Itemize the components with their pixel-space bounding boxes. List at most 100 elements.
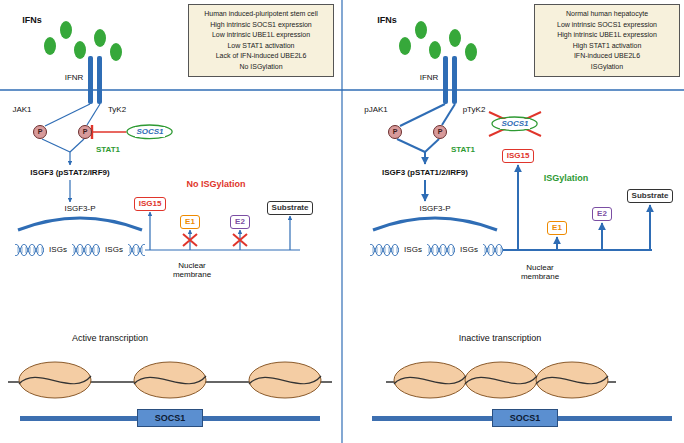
cell-info-box: Human induced-pluripotent stem cellHigh …: [188, 4, 334, 77]
protein-box: Substrate: [267, 201, 314, 215]
diagram-label: IFNR: [420, 73, 439, 82]
node-label: E1: [185, 217, 195, 227]
signal-lines: [397, 104, 455, 201]
node-label: Substrate: [632, 191, 669, 201]
dna-helix: [370, 244, 399, 256]
node-label: SOCS1: [155, 413, 186, 424]
node-label: E2: [597, 209, 607, 219]
node-label: SOCS1: [135, 127, 164, 137]
diagram-label: Inactive transcription: [459, 333, 542, 343]
receptor: [97, 56, 102, 104]
diagram-label: ISGs: [49, 245, 67, 254]
receptor: [443, 56, 448, 104]
socs1-oval: SOCS1: [126, 124, 173, 140]
dna-helix: [483, 244, 503, 256]
ifn-molecules: [44, 21, 122, 61]
diagram-label: ISGF3 (pSTAT2/IRF9): [30, 168, 109, 177]
receptor: [452, 56, 457, 104]
node-label: ISG15: [507, 151, 530, 161]
protein-box: Substrate: [627, 189, 674, 203]
node-label: P: [438, 128, 443, 136]
info-line: Low intrinsic SOCS1 expression: [557, 20, 657, 31]
diagram-label: pTyK2: [463, 105, 486, 114]
dna-helix: [72, 244, 100, 256]
diagram-label: ISGF3-P: [419, 204, 450, 213]
protein-box: ISG15: [134, 197, 167, 211]
socs1-oval: SOCS1: [491, 116, 538, 132]
gene-box: SOCS1: [492, 409, 559, 427]
dna-helix: [128, 244, 145, 256]
info-line: High intrinsic UBE1L expression: [557, 30, 657, 41]
protein-box: E2: [230, 215, 250, 229]
node-label: P: [83, 128, 88, 136]
phospho-circle: P: [33, 125, 47, 139]
node-label: E2: [235, 217, 245, 227]
diagram-label: ISGF3 (pSTAT1/2/IRF9): [382, 168, 468, 177]
info-line: Human induced-pluripotent stem cell: [204, 9, 318, 20]
nuclear-membrane-arc: [18, 218, 142, 230]
diagram-label: ISGF3-P: [64, 204, 95, 213]
right-pathway: [370, 21, 672, 421]
dna-wrap: [394, 376, 608, 384]
diagram-label: pJAK1: [364, 105, 388, 114]
left-pathway: [8, 21, 332, 421]
info-line: Low intrinsic UBE1L expression: [212, 30, 310, 41]
diagram-label: TyK2: [108, 105, 126, 114]
diagram-label: IFNs: [377, 15, 397, 25]
diagram-label: Nuclear membrane: [514, 263, 566, 281]
diagram-label: IFNR: [65, 73, 84, 82]
cell-membrane: [0, 89, 684, 90]
node-label: SOCS1: [510, 413, 541, 424]
phospho-circle: P: [433, 125, 447, 139]
info-line: IFN-induced UBE2L6: [574, 51, 640, 62]
node-label: E1: [552, 223, 562, 233]
diagram-label: ISGs: [404, 245, 422, 254]
isg-output-lines: [145, 212, 300, 250]
diagram-label: ISGs: [460, 245, 478, 254]
nuclear-membrane-arc: [373, 218, 497, 230]
info-line: Low STAT1 activation: [227, 41, 294, 52]
socs1-cross: [489, 112, 541, 136]
isg-output-lines: [503, 165, 652, 250]
info-line: High STAT1 activation: [573, 41, 642, 52]
info-line: No ISGylation: [239, 62, 282, 73]
diagram-label: ISGylation: [544, 173, 589, 183]
diagram-label: IFNs: [22, 15, 42, 25]
node-label: P: [393, 128, 398, 136]
node-label: P: [38, 128, 43, 136]
phospho-circle: P: [78, 125, 92, 139]
nucleosomes: [19, 362, 321, 398]
nucleosomes: [394, 362, 608, 398]
node-label: Substrate: [272, 203, 309, 213]
panel-divider: [341, 0, 342, 443]
dna-helix: [427, 244, 455, 256]
dna-helix: [15, 244, 44, 256]
info-line: Lack of IFN-induced UBE2L6: [216, 51, 307, 62]
protein-box: E1: [180, 215, 200, 229]
diagram-label: No ISGylation: [186, 179, 245, 189]
receptor: [88, 56, 93, 104]
protein-box: ISG15: [502, 149, 535, 163]
info-line: ISGylation: [591, 62, 623, 73]
info-line: High intrinsic SOCS1 expression: [210, 20, 312, 31]
info-line: Normal human hepatocyte: [566, 9, 648, 20]
phospho-circle: P: [388, 125, 402, 139]
protein-box: E2: [592, 207, 612, 221]
node-label: SOCS1: [500, 119, 529, 129]
diagram-label: ISGs: [105, 245, 123, 254]
protein-box: E1: [547, 221, 567, 235]
inhibition-line: [92, 131, 126, 132]
node-label: ISG15: [139, 199, 162, 209]
cell-info-box: Normal human hepatocyteLow intrinsic SOC…: [534, 4, 680, 77]
diagram-label: Active transcription: [72, 333, 148, 343]
dna-wrap: [19, 376, 321, 384]
diagram-label: STAT1: [96, 145, 120, 154]
gene-box: SOCS1: [137, 409, 204, 427]
diagram-label: Nuclear membrane: [166, 261, 218, 279]
block-cross: [183, 234, 247, 246]
signal-lines: [42, 104, 100, 202]
ifn-molecules: [399, 21, 477, 61]
diagram-label: JAK1: [12, 105, 31, 114]
diagram-label: STAT1: [451, 145, 475, 154]
